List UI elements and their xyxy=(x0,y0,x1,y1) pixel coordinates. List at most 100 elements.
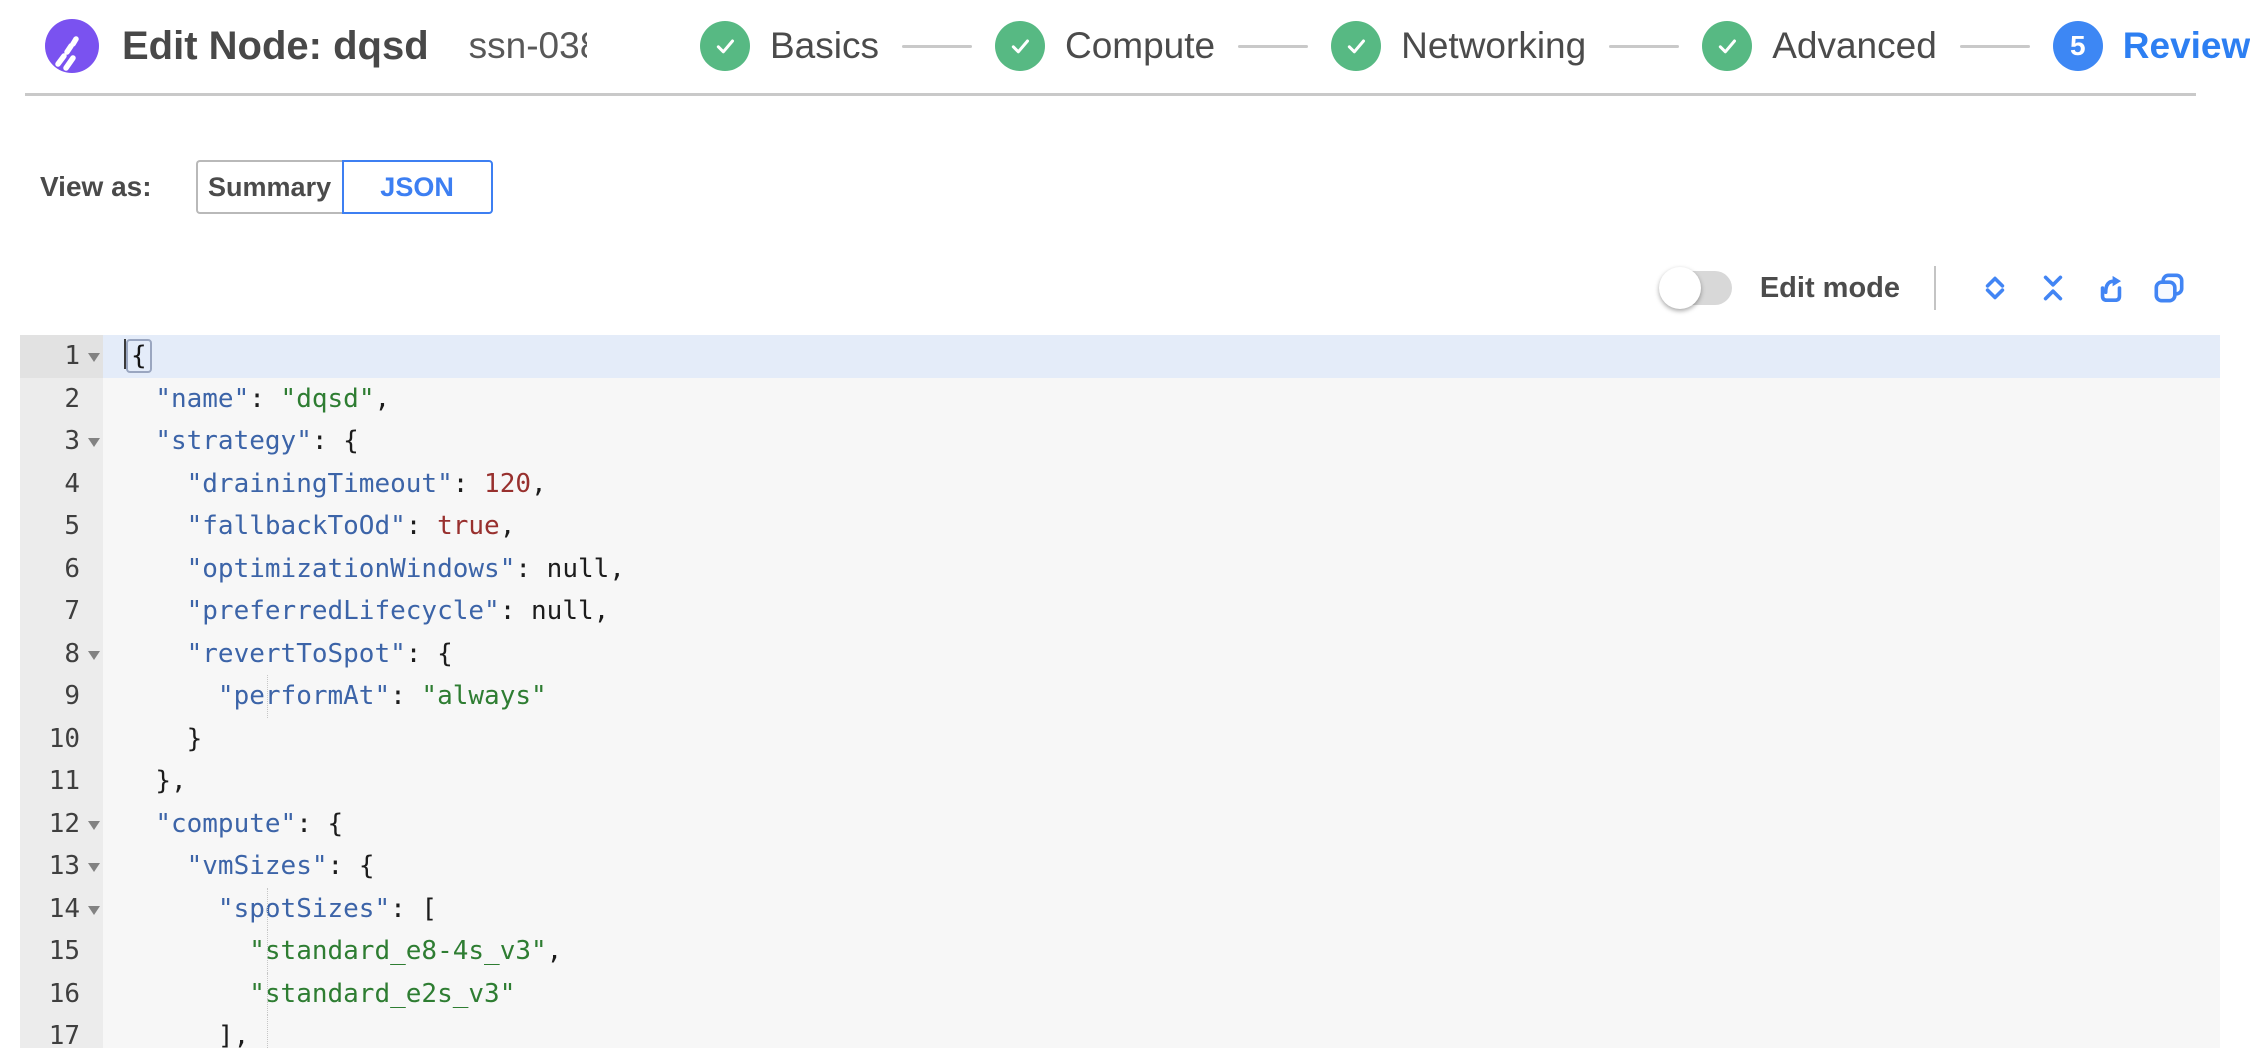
edit-mode-label: Edit mode xyxy=(1759,271,1900,304)
line-number: 1 xyxy=(20,335,103,378)
step-connector xyxy=(1609,44,1680,48)
line-number: 10 xyxy=(20,717,103,760)
node-id: ssn-038 xyxy=(468,25,587,66)
code-content[interactable]: "strategy": { xyxy=(155,426,359,456)
step-connector xyxy=(901,44,972,48)
line-number: 7 xyxy=(20,590,103,633)
step-label: Advanced xyxy=(1772,25,1937,66)
code-content[interactable]: "drainingTimeout": 120, xyxy=(186,468,547,499)
fold-arrow-icon[interactable] xyxy=(88,905,100,915)
view-as-json-button[interactable]: JSON xyxy=(341,160,493,214)
line-number: 15 xyxy=(20,930,103,973)
text-cursor xyxy=(124,339,126,369)
fold-arrow-icon[interactable] xyxy=(88,650,100,660)
code-line-8: 8 "revertToSpot": { xyxy=(20,632,2220,675)
line-number: 9 xyxy=(20,675,103,718)
line-number: 16 xyxy=(20,972,103,1015)
line-number: 5 xyxy=(20,505,103,548)
indent-guide xyxy=(267,887,268,930)
code-line-1: 1{ xyxy=(20,335,2220,378)
code-line-11: 11 }, xyxy=(20,760,2220,803)
code-content[interactable]: "performAt": "always" xyxy=(103,675,2220,718)
step-basics[interactable]: Basics xyxy=(700,21,879,71)
code-line-2: 2 "name": "dqsd", xyxy=(20,377,2220,420)
line-number: 14 xyxy=(20,887,103,930)
code-line-9: 9 "performAt": "always" xyxy=(20,675,2220,718)
step-label: Networking xyxy=(1401,25,1587,66)
line-number: 3 xyxy=(20,420,103,463)
step-number-badge: 5 xyxy=(2052,21,2103,71)
fold-arrow-icon[interactable] xyxy=(88,820,100,830)
edit-mode-toggle[interactable] xyxy=(1658,267,1732,309)
line-number: 17 xyxy=(20,1015,103,1048)
code-content[interactable]: "preferredLifecycle": null, xyxy=(186,596,610,626)
code-content[interactable]: } xyxy=(186,723,203,754)
json-code-editor[interactable]: 1{2 "name": "dqsd",3 "strategy": {4 "dra… xyxy=(20,335,2220,1048)
indent-guide xyxy=(267,1015,268,1048)
line-number: 4 xyxy=(20,462,103,505)
step-label: Compute xyxy=(1064,25,1216,66)
view-as-summary-button[interactable]: Summary xyxy=(195,160,342,214)
code-line-14: 14 "spotSizes": [ xyxy=(20,887,2220,930)
code-line-7: 7 "preferredLifecycle": null, xyxy=(20,590,2220,633)
code-content[interactable]: "standard_e8-4s_v3", xyxy=(103,930,2220,973)
code-line-10: 10 } xyxy=(20,717,2220,760)
fold-arrow-icon[interactable] xyxy=(88,353,100,363)
toggle-knob xyxy=(1658,267,1701,309)
check-icon xyxy=(1331,21,1382,71)
code-content[interactable]: "spotSizes": [ xyxy=(103,887,2220,930)
export-icon[interactable] xyxy=(2093,270,2129,306)
view-as-label: View as: xyxy=(40,171,152,202)
check-icon xyxy=(1702,21,1753,71)
expand-all-icon[interactable] xyxy=(1977,270,2013,306)
code-content[interactable]: "optimizationWindows": null, xyxy=(186,553,625,584)
step-compute[interactable]: Compute xyxy=(994,21,1216,71)
fold-arrow-icon[interactable] xyxy=(88,863,100,873)
line-number: 12 xyxy=(20,802,103,845)
step-networking[interactable]: Networking xyxy=(1331,21,1586,71)
code-content[interactable]: "name": "dqsd", xyxy=(155,383,391,414)
code-content[interactable]: "standard_e2s_v3" xyxy=(103,972,2220,1015)
code-content[interactable]: }, xyxy=(155,766,187,796)
check-icon xyxy=(994,21,1045,71)
code-content[interactable]: "fallbackToOd": true, xyxy=(186,511,516,541)
code-line-17: 17 ], xyxy=(20,1015,2220,1048)
step-advanced[interactable]: Advanced xyxy=(1702,21,1937,71)
toolbar-divider xyxy=(1934,266,1936,310)
code-content[interactable]: { xyxy=(103,335,2220,378)
code-line-16: 16 "standard_e2s_v3" xyxy=(20,972,2220,1015)
step-connector xyxy=(1238,44,1309,48)
copy-icon[interactable] xyxy=(2151,270,2187,306)
page-title: Edit Node: dqsd xyxy=(122,23,429,68)
step-label: Basics xyxy=(770,25,879,66)
line-number: 8 xyxy=(20,632,103,675)
line-number: 11 xyxy=(20,760,103,803)
line-number: 6 xyxy=(20,547,103,590)
code-content[interactable]: ], xyxy=(103,1015,2220,1048)
spot-logo-icon xyxy=(45,19,99,73)
editor-toolbar: Edit mode xyxy=(1658,264,2198,312)
code-line-6: 6 "optimizationWindows": null, xyxy=(20,547,2220,590)
code-content[interactable]: "vmSizes": { xyxy=(186,851,375,881)
code-line-5: 5 "fallbackToOd": true, xyxy=(20,505,2220,548)
indent-guide xyxy=(267,930,268,973)
line-number: 13 xyxy=(20,845,103,888)
code-line-15: 15 "standard_e8-4s_v3", xyxy=(20,930,2220,973)
step-connector xyxy=(1959,44,2030,48)
code-line-13: 13 "vmSizes": { xyxy=(20,845,2220,888)
line-number: 2 xyxy=(20,377,103,420)
indent-guide xyxy=(267,675,268,718)
fold-arrow-icon[interactable] xyxy=(88,438,100,448)
code-content[interactable]: "revertToSpot": { xyxy=(186,638,453,669)
code-line-3: 3 "strategy": { xyxy=(20,420,2220,463)
header-divider xyxy=(25,93,2196,96)
code-line-12: 12 "compute": { xyxy=(20,802,2220,845)
collapse-all-icon[interactable] xyxy=(2035,270,2071,306)
code-line-4: 4 "drainingTimeout": 120, xyxy=(20,462,2220,505)
code-content[interactable]: "compute": { xyxy=(155,808,344,839)
header: Edit Node: dqsd ssn-038 Basics Compute Net… xyxy=(0,0,2250,92)
